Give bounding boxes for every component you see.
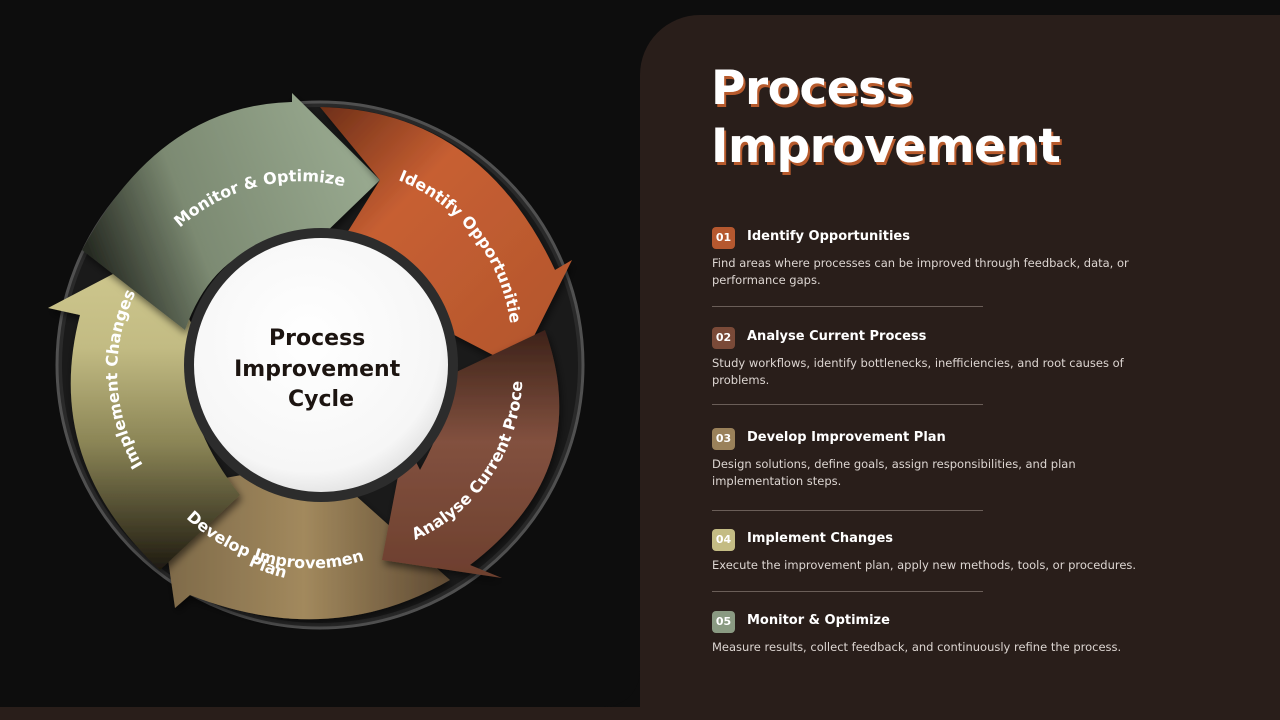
right-panel (640, 15, 1280, 720)
step-description: Find areas where processes can be improv… (712, 256, 1129, 287)
center-title: Process Improvement Cycle (234, 326, 408, 412)
step-description: Execute the improvement plan, apply new … (712, 558, 1137, 572)
step-title: Develop Improvement Plan (747, 430, 946, 445)
step-number-badge: 05 (712, 611, 735, 633)
segment-develop-arrow (158, 470, 450, 620)
step-number-badge: 02 (712, 327, 735, 349)
step-title: Monitor & Optimize (747, 613, 890, 628)
step-title: Implement Changes (747, 531, 894, 546)
page-title: Process Improvement (711, 61, 1061, 174)
step-title: Identify Opportunities (747, 229, 910, 244)
step-divider (712, 591, 983, 592)
step-title: Analyse Current Process (747, 329, 927, 344)
step-divider (712, 404, 983, 405)
step-divider (712, 306, 983, 307)
segment-analyse-arrow (382, 330, 560, 578)
step-divider (712, 510, 983, 511)
step-number-badge: 04 (712, 529, 735, 551)
process-cycle-diagram: Monitor & Optimize Identify Opportunitie… (0, 0, 585, 630)
step-number-badge: 01 (712, 227, 735, 249)
step-number-badge: 03 (712, 428, 735, 450)
step-description: Study workflows, identify bottlenecks, i… (712, 356, 1124, 387)
bottom-strip (0, 707, 640, 720)
segment-monitor-arrow (82, 93, 380, 330)
segment-identify-arrow (320, 107, 572, 368)
center-disc (194, 238, 448, 492)
step-description: Measure results, collect feedback, and c… (712, 640, 1122, 654)
step-description: Design solutions, define goals, assign r… (712, 457, 1076, 488)
